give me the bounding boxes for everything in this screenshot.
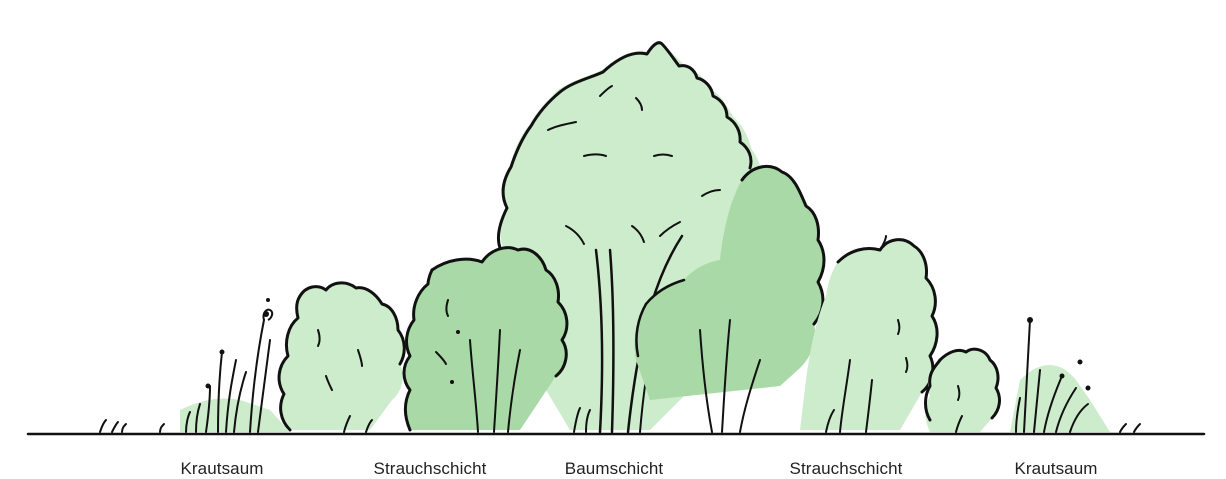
label-left-krautsaum: Krautsaum <box>180 459 263 479</box>
label-left-strauchschicht: Strauchschicht <box>374 459 487 479</box>
label-baumschicht: Baumschicht <box>565 459 663 479</box>
label-right-krautsaum: Krautsaum <box>1014 459 1097 479</box>
label-right-strauchschicht: Strauchschicht <box>790 459 903 479</box>
